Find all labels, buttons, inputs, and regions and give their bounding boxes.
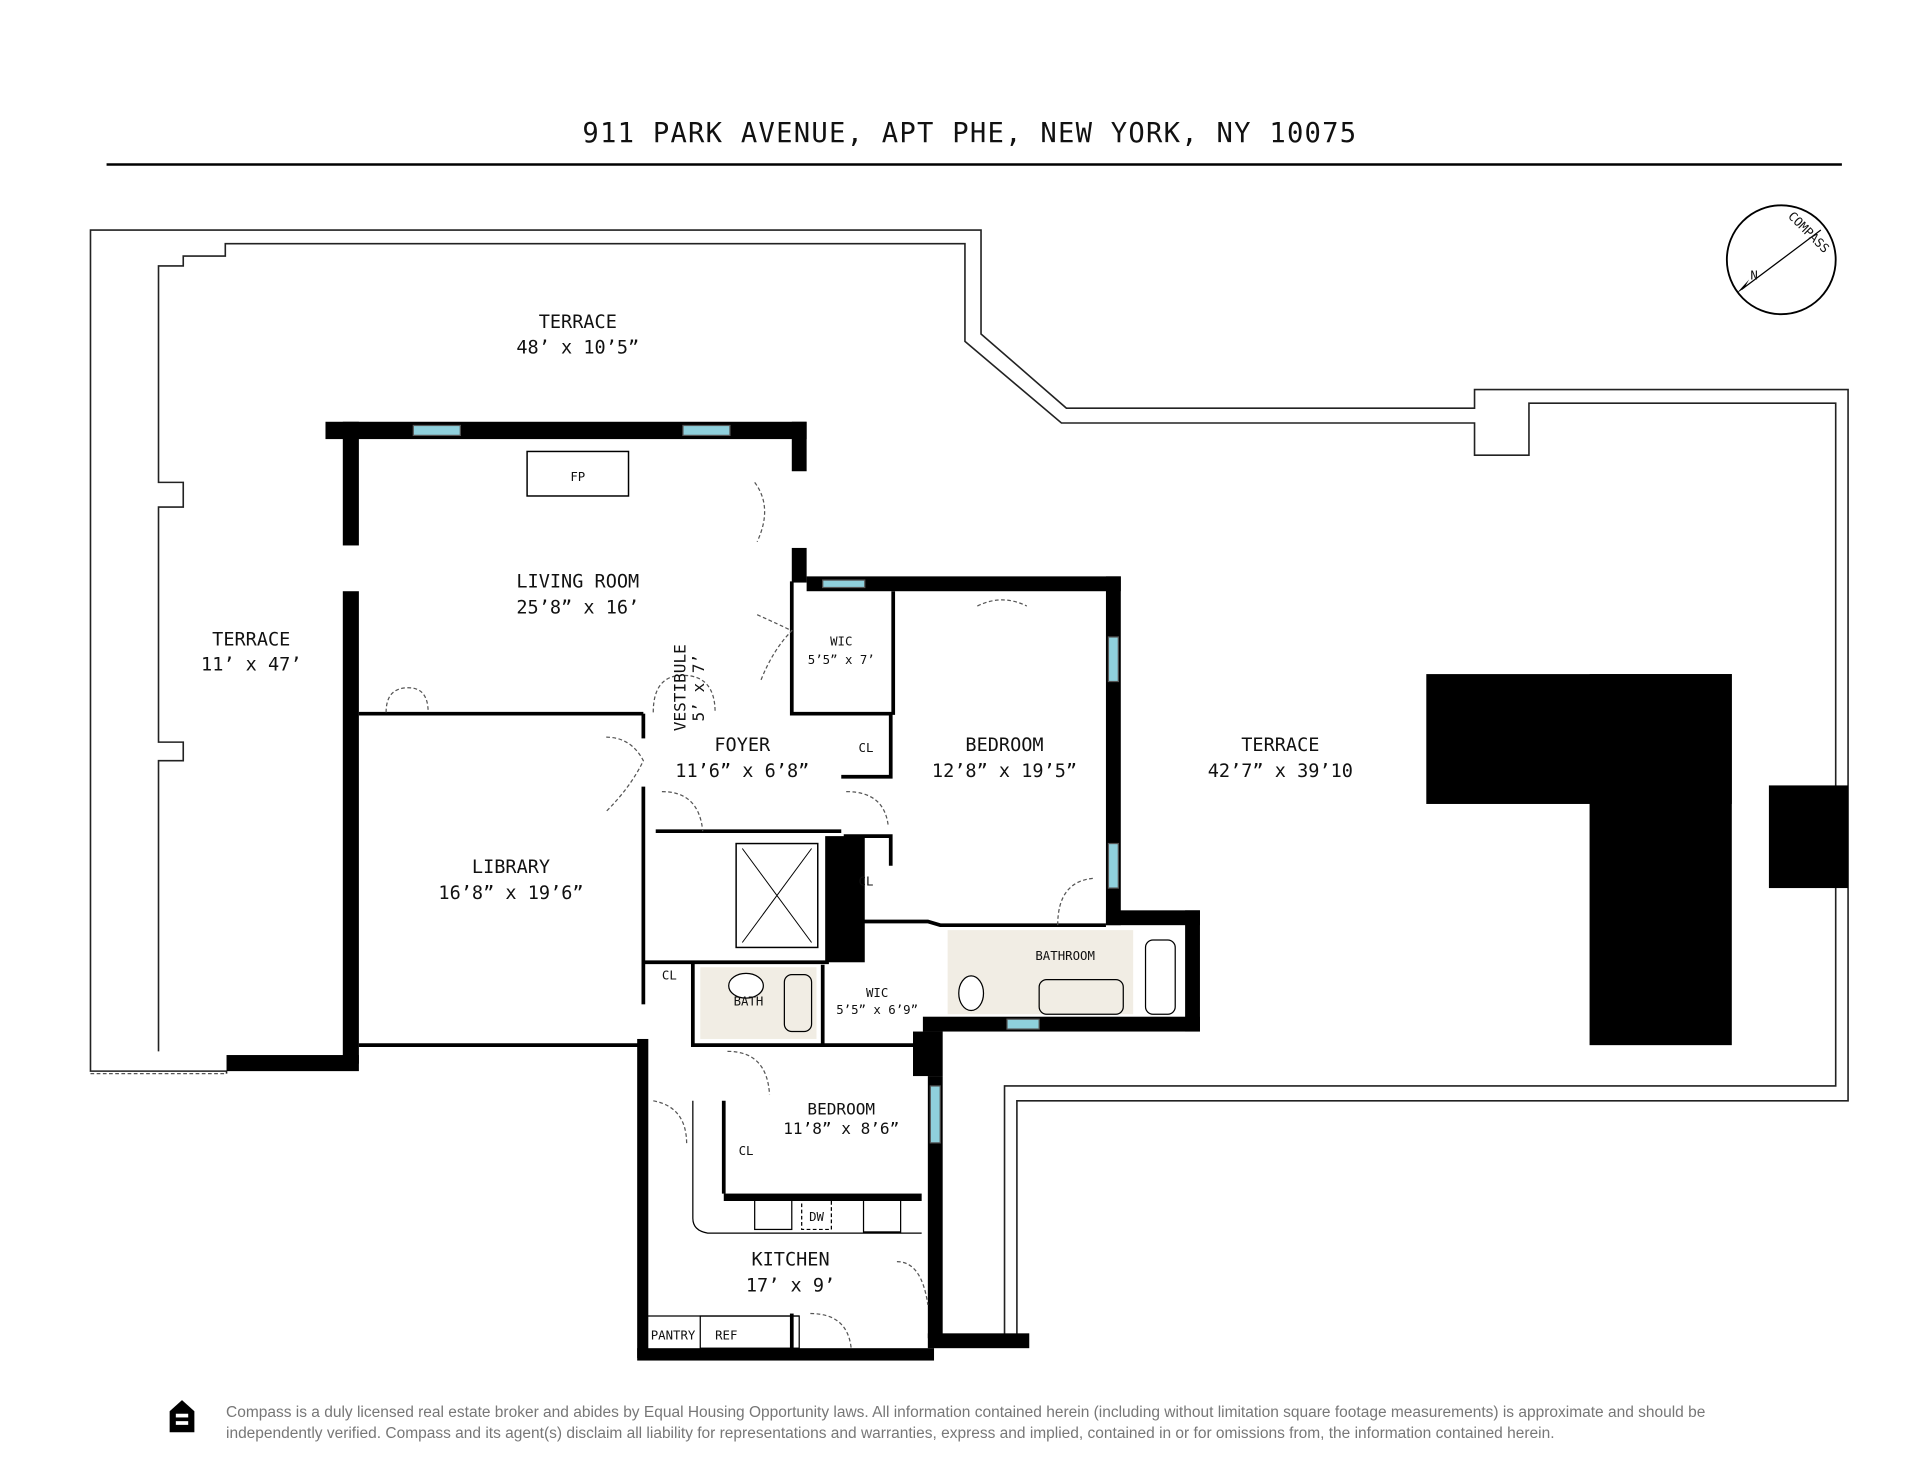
- compass-north: N: [1750, 269, 1757, 283]
- compass-icon: COMPASS N: [1725, 204, 1837, 316]
- cl-3: CL: [662, 969, 677, 983]
- living-room-name: LIVING ROOM: [516, 572, 639, 593]
- terrace-north-dims: 48’ x 10’5”: [516, 338, 639, 359]
- terrace-west-dims: 11’ x 47’: [201, 654, 301, 675]
- equal-housing-logo: [169, 1400, 195, 1433]
- wic-1-name: WIC: [830, 635, 852, 649]
- kitchen-name: KITCHEN: [751, 1249, 829, 1270]
- plan-title: 911 PARK AVENUE, APT PHE, NEW YORK, NY 1…: [582, 118, 1357, 149]
- vestibule-name: VESTIBULE: [670, 644, 689, 731]
- library-name: LIBRARY: [472, 857, 550, 878]
- cl-foyer: CL: [859, 741, 874, 755]
- library-dims: 16’8” x 19’6”: [438, 883, 583, 904]
- bathroom-name: BATHROOM: [1035, 949, 1095, 963]
- foyer-dims: 11’6” x 6’8”: [675, 761, 809, 782]
- room-labels: TERRACE 48’ x 10’5” TERRACE 11’ x 47’ TE…: [201, 312, 1353, 1343]
- vestibule-dims: 5’ x 7’: [689, 654, 708, 722]
- bedroom-1-dims: 12’8” x 19’5”: [932, 761, 1077, 782]
- wic-2-dims: 5’5” x 6’9”: [836, 1003, 918, 1017]
- wic-2-name: WIC: [866, 986, 888, 1000]
- wic-1-dims: 5’5” x 7’: [808, 653, 875, 667]
- cl-4: CL: [739, 1144, 754, 1158]
- ref-label: REF: [715, 1329, 737, 1343]
- compass-label: COMPASS: [1785, 209, 1832, 256]
- terrace-east-name: TERRACE: [1241, 735, 1319, 756]
- door-swings: [385, 482, 1095, 1349]
- walls: [226, 421, 1849, 1361]
- kitchen-dims: 17’ x 9’: [746, 1275, 835, 1296]
- bath-name: BATH: [734, 995, 764, 1009]
- bedroom-2-name: BEDROOM: [807, 1099, 875, 1118]
- terrace-north-name: TERRACE: [539, 312, 617, 333]
- bedroom-2-dims: 11’8” x 8’6”: [783, 1119, 899, 1138]
- foyer-name: FOYER: [714, 735, 771, 756]
- interior-walls: [358, 450, 1176, 1349]
- windows: [412, 424, 1119, 1144]
- terrace-east-dims: 42’7” x 39’10: [1208, 761, 1353, 782]
- terrace-outline: [89, 229, 1849, 1340]
- cl-2: CL: [859, 875, 874, 889]
- bedroom-1-name: BEDROOM: [965, 735, 1043, 756]
- living-room-dims: 25’8” x 16’: [516, 597, 639, 618]
- fireplace-label: FP: [570, 470, 585, 484]
- disclaimer-text: Compass is a duly licensed real estate b…: [226, 1404, 1706, 1442]
- dw-label: DW: [809, 1210, 824, 1224]
- terrace-west-name: TERRACE: [212, 630, 290, 651]
- pantry-label: PANTRY: [651, 1329, 696, 1343]
